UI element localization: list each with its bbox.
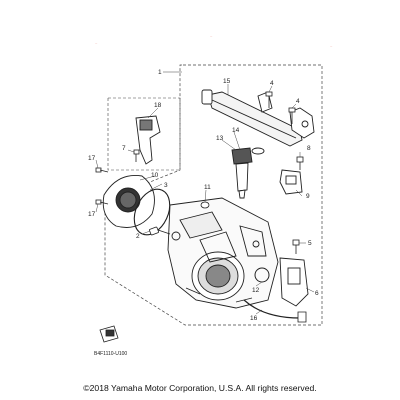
part-2	[149, 226, 171, 236]
callout-12: 12	[252, 287, 260, 294]
callout-11: 11	[204, 184, 211, 191]
small-clip-part	[99, 325, 119, 343]
screw-17a	[95, 167, 109, 173]
callout-6: 6	[315, 290, 319, 297]
screw-8	[296, 156, 304, 170]
callout-8: 8	[307, 145, 311, 152]
bracket-18	[135, 115, 161, 165]
assembly-dashed-outline-sub	[107, 97, 181, 171]
sensor-6	[279, 257, 309, 307]
callout-7: 7	[122, 145, 126, 152]
callout-18: 18	[154, 102, 162, 109]
fuel-rail	[201, 89, 315, 147]
screw-7	[133, 149, 140, 162]
callout-16: 16	[250, 315, 258, 322]
watermark-text: ~	[210, 34, 213, 39]
callout-2: 2	[136, 233, 140, 240]
callout-4b: 4	[296, 98, 300, 105]
screw-17b	[95, 199, 109, 205]
gasket-3	[133, 188, 171, 236]
part-11	[200, 201, 210, 209]
watermark-text: ~	[330, 44, 333, 49]
callout-14: 14	[232, 127, 240, 134]
sensor-9	[279, 169, 303, 195]
screw-5	[292, 239, 300, 254]
leader-lines	[95, 71, 315, 315]
callout-9: 9	[306, 193, 310, 200]
watermark-group: ~ ~ ~	[95, 34, 333, 49]
callout-15: 15	[223, 78, 231, 85]
callout-3: 3	[164, 182, 168, 189]
copyright-notice: ©2018 Yamaha Motor Corporation, U.S.A. A…	[83, 383, 317, 393]
callout-17b: 17	[88, 211, 96, 218]
hose-16	[243, 299, 307, 323]
callout-17a: 17	[88, 155, 96, 162]
cover-plate-10	[102, 174, 155, 228]
callout-13: 13	[216, 135, 224, 142]
assembly-dashed-outline	[104, 64, 323, 326]
callout-4a: 4	[270, 80, 274, 87]
throttle-body	[167, 197, 279, 309]
callout-labels: 1 15 4 4 13 14 18 7 17 17 3 10 8 9 11 2 …	[88, 69, 319, 322]
callout-5: 5	[308, 240, 312, 247]
fuel-injector	[231, 147, 265, 199]
diagram-code: B4F1110-U100	[94, 351, 127, 357]
callout-1: 1	[158, 69, 162, 76]
callout-10: 10	[151, 172, 159, 179]
watermark-text: ~	[95, 41, 98, 46]
